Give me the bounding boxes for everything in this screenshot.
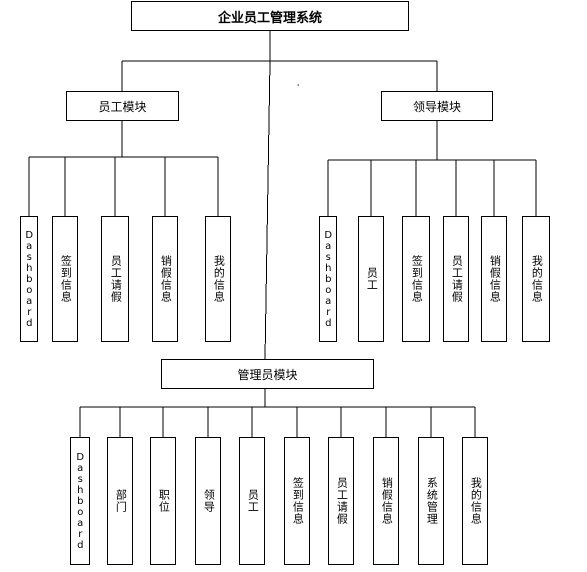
employee-item-checkin-info: 签到信息 xyxy=(52,216,78,342)
leader-item-leave-request: 员工请假 xyxy=(443,216,469,342)
admin-item-checkin-info: 签到信息 xyxy=(284,437,310,565)
leader-item-employee: 员工 xyxy=(358,216,384,342)
leader-module-node: 领导模块 xyxy=(381,91,493,121)
system-title-node: 企业员工管理系统 xyxy=(131,1,409,31)
employee-item-leave-request: 员工请假 xyxy=(101,216,129,342)
admin-item-dashboard: Dashboard xyxy=(70,437,90,565)
employee-item-my-info: 我的信息 xyxy=(205,216,231,342)
employee-module-node: 员工模块 xyxy=(66,91,179,121)
stray-mark: ' xyxy=(297,83,300,92)
leader-item-checkin-info: 签到信息 xyxy=(402,216,430,342)
leader-item-leave-cancel-info: 销假信息 xyxy=(481,216,507,342)
leader-item-dashboard: Dashboard xyxy=(319,216,337,342)
employee-item-leave-cancel-info: 销假信息 xyxy=(152,216,178,342)
admin-item-employee: 员工 xyxy=(239,437,265,565)
admin-item-position: 职位 xyxy=(150,437,176,565)
admin-item-leave-cancel-info: 销假信息 xyxy=(373,437,399,565)
employee-item-dashboard: Dashboard xyxy=(20,216,38,342)
admin-item-leader: 领导 xyxy=(195,437,221,565)
admin-item-my-info: 我的信息 xyxy=(462,437,488,565)
admin-item-system-management: 系统管理 xyxy=(418,437,444,565)
admin-item-department: 部门 xyxy=(107,437,133,565)
leader-item-my-info: 我的信息 xyxy=(522,216,550,342)
admin-item-leave-request: 员工请假 xyxy=(328,437,354,565)
admin-module-node: 管理员模块 xyxy=(161,359,374,389)
